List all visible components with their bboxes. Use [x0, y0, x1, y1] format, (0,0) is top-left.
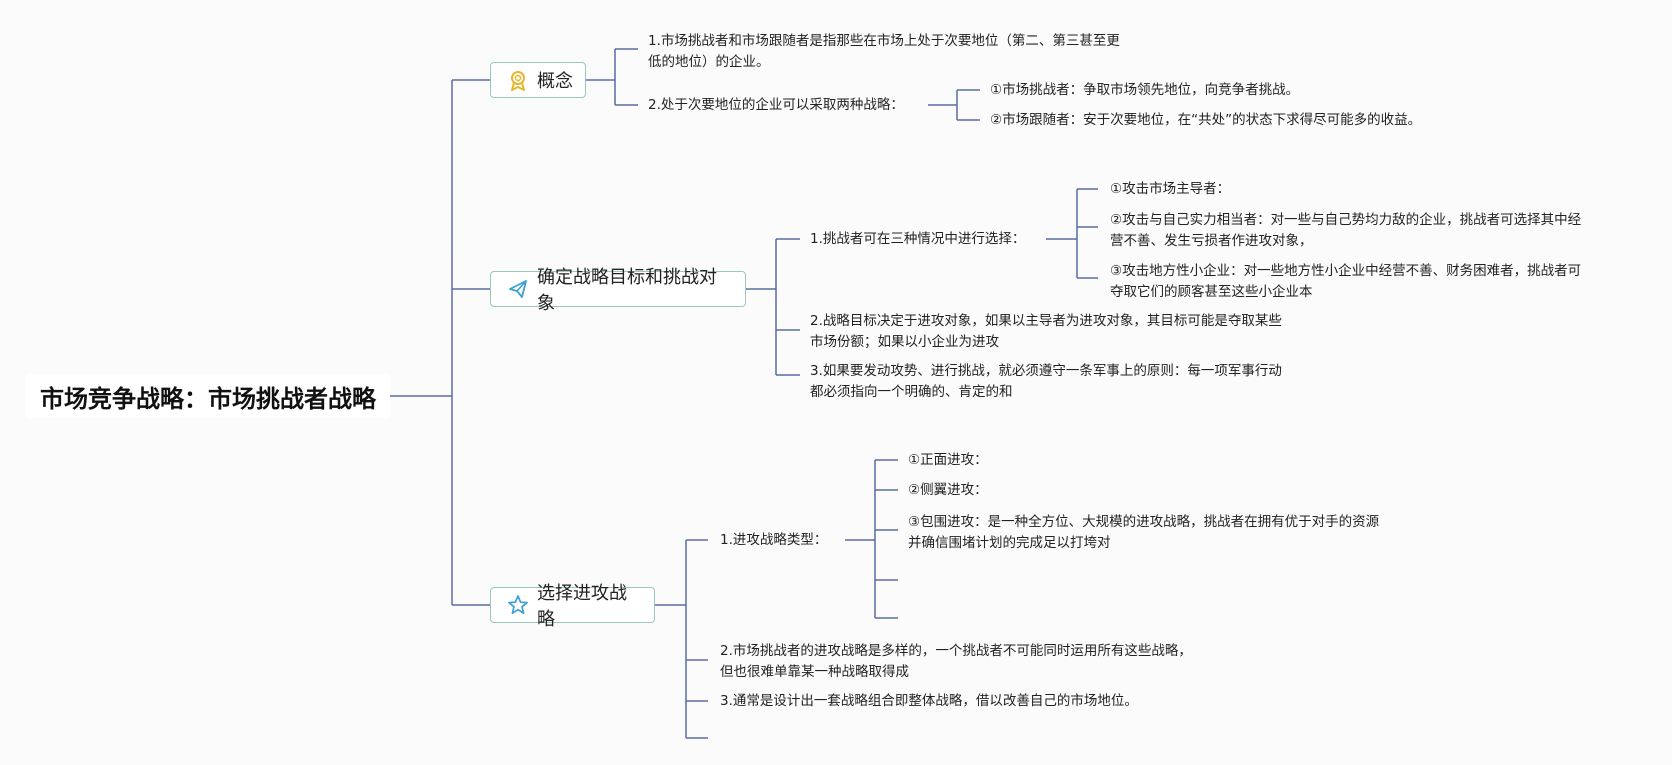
star-icon [507, 594, 529, 616]
node-line: 1.市场挑战者和市场跟随者是指那些在市场上处于次要地位（第二、第三甚至更 [648, 33, 1120, 49]
node-line: 营不善、发生亏损者作进攻对象， [1110, 233, 1313, 249]
node-line: ③包围进攻：是一种全方位、大规模的进攻战略，挑战者在拥有优于对手的资源 [908, 514, 1380, 530]
targets-item-2[interactable]: 2.战略目标决定于进攻对象，如果以主导者为进攻对象，其目标可能是夺取某些 市场份… [810, 311, 1282, 353]
award-ribbon-icon [507, 69, 529, 91]
attack-item-1[interactable]: 1.进攻战略类型： [720, 530, 827, 551]
targets-item-1-sub-3[interactable]: ③攻击地方性小企业：对一些地方性小企业中经营不善、财务困难者，挑战者可 夺取它们… [1110, 261, 1581, 303]
node-line: 3.如果要发动攻势、进行挑战，就必须遵守一条军事上的原则：每一项军事行动 [810, 363, 1282, 379]
node-line: 市场份额；如果以小企业为进攻 [810, 334, 999, 350]
topic-label: 概念 [537, 71, 573, 92]
node-line: 1.挑战者可在三种情况中进行选择： [810, 231, 1026, 247]
concept-item-2-sub-2[interactable]: ②市场跟随者：安于次要地位，在“共处”的状态下求得尽可能多的收益。 [990, 110, 1421, 131]
topic-attack-strategy[interactable]: 选择进攻战略 [490, 583, 655, 630]
attack-item-1-sub-2[interactable]: ②侧翼进攻： [908, 480, 988, 501]
targets-item-1-sub-1[interactable]: ①攻击市场主导者： [1110, 179, 1230, 200]
root-title: 市场竞争战略：市场挑战者战略 [40, 384, 376, 413]
node-line: 并确信围堵计划的完成足以打垮对 [908, 535, 1111, 551]
concept-item-2[interactable]: 2.处于次要地位的企业可以采取两种战略： [648, 95, 904, 116]
concept-item-1[interactable]: 1.市场挑战者和市场跟随者是指那些在市场上处于次要地位（第二、第三甚至更 低的地… [648, 31, 1120, 73]
topic-targets[interactable]: 确定战略目标和挑战对象 [490, 267, 746, 314]
node-line: ②攻击与自己实力相当者：对一些与自己势均力敌的企业，挑战者可选择其中经 [1110, 212, 1582, 228]
node-line: ②市场跟随者：安于次要地位，在“共处”的状态下求得尽可能多的收益。 [990, 112, 1422, 128]
attack-item-2[interactable]: 2.市场挑战者的进攻战略是多样的，一个挑战者不可能同时运用所有这些战略， 但也很… [720, 641, 1192, 683]
targets-item-1-sub-2[interactable]: ②攻击与自己实力相当者：对一些与自己势均力敌的企业，挑战者可选择其中经 营不善、… [1110, 210, 1581, 252]
node-line: ①攻击市场主导者： [1110, 181, 1231, 197]
targets-item-3[interactable]: 3.如果要发动攻势、进行挑战，就必须遵守一条军事上的原则：每一项军事行动 都必须… [810, 361, 1282, 403]
root-topic[interactable]: 市场竞争战略：市场挑战者战略 [26, 374, 390, 418]
targets-item-1[interactable]: 1.挑战者可在三种情况中进行选择： [810, 229, 1025, 250]
attack-item-3[interactable]: 3.通常是设计出一套战略组合即整体战略，借以改善自己的市场地位。 [720, 691, 1138, 712]
node-line: ②侧翼进攻： [908, 482, 988, 498]
node-line: 1.进攻战略类型： [720, 532, 828, 548]
node-line: ③攻击地方性小企业：对一些地方性小企业中经营不善、财务困难者，挑战者可 [1110, 263, 1582, 279]
node-line: 3.通常是设计出一套战略组合即整体战略，借以改善自己的市场地位。 [720, 693, 1138, 709]
concept-item-2-sub-1[interactable]: ①市场挑战者：争取市场领先地位，向竞争者挑战。 [990, 80, 1299, 101]
node-line: 2.市场挑战者的进攻战略是多样的，一个挑战者不可能同时运用所有这些战略， [720, 643, 1192, 659]
topic-concept[interactable]: 概念 [490, 62, 586, 98]
attack-item-1-sub-1[interactable]: ①正面进攻： [908, 450, 988, 471]
node-line: ①正面进攻： [908, 452, 988, 468]
node-line: 2.处于次要地位的企业可以采取两种战略： [648, 97, 904, 113]
node-line: 低的地位）的企业。 [648, 54, 770, 70]
node-line: 夺取它们的顾客甚至这些小企业本 [1110, 284, 1313, 300]
node-line: 2.战略目标决定于进攻对象，如果以主导者为进攻对象，其目标可能是夺取某些 [810, 313, 1282, 329]
topic-label: 选择进攻战略 [537, 583, 627, 630]
node-line: ①市场挑战者：争取市场领先地位，向竞争者挑战。 [990, 82, 1300, 98]
attack-item-1-sub-3[interactable]: ③包围进攻：是一种全方位、大规模的进攻战略，挑战者在拥有优于对手的资源 并确信围… [908, 512, 1379, 554]
node-line: 但也很难单靠某一种战略取得成 [720, 664, 909, 680]
node-line: 都必须指向一个明确的、肯定的和 [810, 384, 1013, 400]
topic-label: 确定战略目标和挑战对象 [537, 267, 717, 314]
paper-plane-icon [507, 278, 529, 300]
